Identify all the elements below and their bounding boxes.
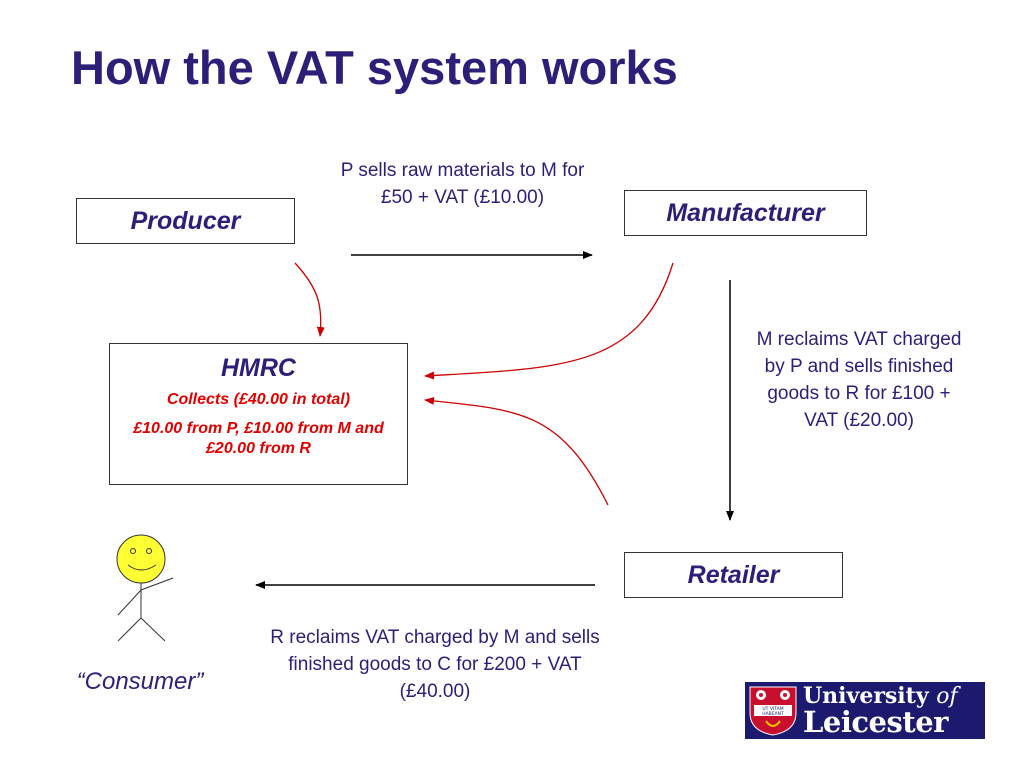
consumer-stick-figure <box>116 534 174 642</box>
manufacturer-box: Manufacturer <box>624 190 867 236</box>
hmrc-box: HMRC Collects (£40.00 in total) £10.00 f… <box>109 343 408 485</box>
manufacturer-label: Manufacturer <box>666 199 825 227</box>
note-manufacturer-to-retailer: M reclaims VAT charged by P and sells fi… <box>756 329 962 431</box>
producer-box: Producer <box>76 198 295 244</box>
svg-text:UT VITAM: UT VITAM <box>762 706 783 712</box>
note-producer-to-manufacturer: P sells raw materials to M for £50 + VAT… <box>340 160 585 208</box>
university-logo: UT VITAM HABEANT University of Leicester <box>745 682 985 739</box>
university-crest-icon: UT VITAM HABEANT <box>749 686 797 736</box>
smiley-face-icon <box>116 534 166 584</box>
arrow-retailer-to-hmrc <box>424 396 609 506</box>
arrow-producer-to-hmrc <box>294 262 325 337</box>
arrow-manufacturer-to-hmrc <box>424 262 674 380</box>
hmrc-breakdown-text: £10.00 from P, £10.00 from M and £20.00 … <box>133 420 384 457</box>
hmrc-collects-text: Collects (£40.00 in total) <box>166 391 351 408</box>
hmrc-label: HMRC <box>221 354 296 382</box>
logo-line1: University of <box>803 683 958 709</box>
page-title: How the VAT system works <box>71 41 678 94</box>
note-retailer-to-consumer: R reclaims VAT charged by M and sells fi… <box>270 627 600 702</box>
logo-line2: Leicester <box>803 705 948 739</box>
consumer-label: “Consumer” <box>76 668 204 695</box>
producer-label: Producer <box>130 207 241 235</box>
retailer-box: Retailer <box>624 552 843 598</box>
svg-text:HABEANT: HABEANT <box>762 711 784 717</box>
retailer-label: Retailer <box>687 561 780 589</box>
